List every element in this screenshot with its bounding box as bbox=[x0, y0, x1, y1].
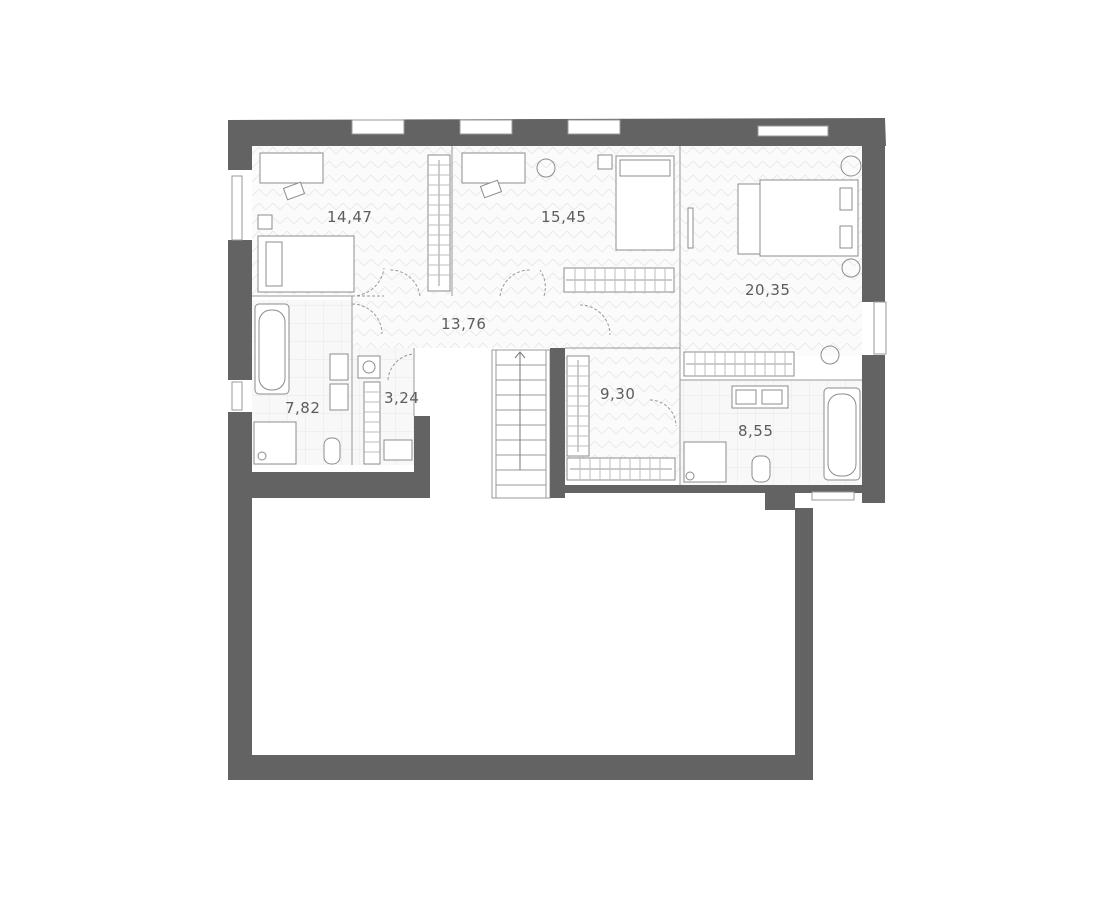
furniture-dressing bbox=[566, 355, 676, 481]
furniture-laundry bbox=[357, 355, 413, 465]
room-area-laundry: 3,24 bbox=[384, 389, 419, 407]
room-area-hall: 13,76 bbox=[441, 315, 486, 333]
furniture-master-bedroom bbox=[683, 155, 862, 377]
partitions bbox=[252, 146, 862, 485]
floor-hall bbox=[352, 296, 680, 348]
room-area-bathroom-2: 8,55 bbox=[738, 422, 773, 440]
furniture-bedroom-1 bbox=[257, 152, 451, 293]
doors bbox=[351, 267, 677, 427]
furniture-bathroom-1 bbox=[253, 303, 349, 465]
staircase bbox=[491, 349, 551, 499]
furniture-bathroom-2 bbox=[683, 385, 861, 483]
windows bbox=[231, 119, 887, 501]
room-area-master-bedroom: 20,35 bbox=[745, 281, 790, 299]
room-area-dressing: 9,30 bbox=[600, 385, 635, 403]
furniture-bedroom-2 bbox=[461, 152, 694, 293]
room-area-bedroom-1: 14,47 bbox=[327, 208, 372, 226]
room-labels: 14,47 15,45 20,35 13,76 7,82 3,24 9,30 8… bbox=[285, 208, 790, 440]
room-area-bathroom-1: 7,82 bbox=[285, 399, 320, 417]
room-area-bedroom-2: 15,45 bbox=[541, 208, 586, 226]
